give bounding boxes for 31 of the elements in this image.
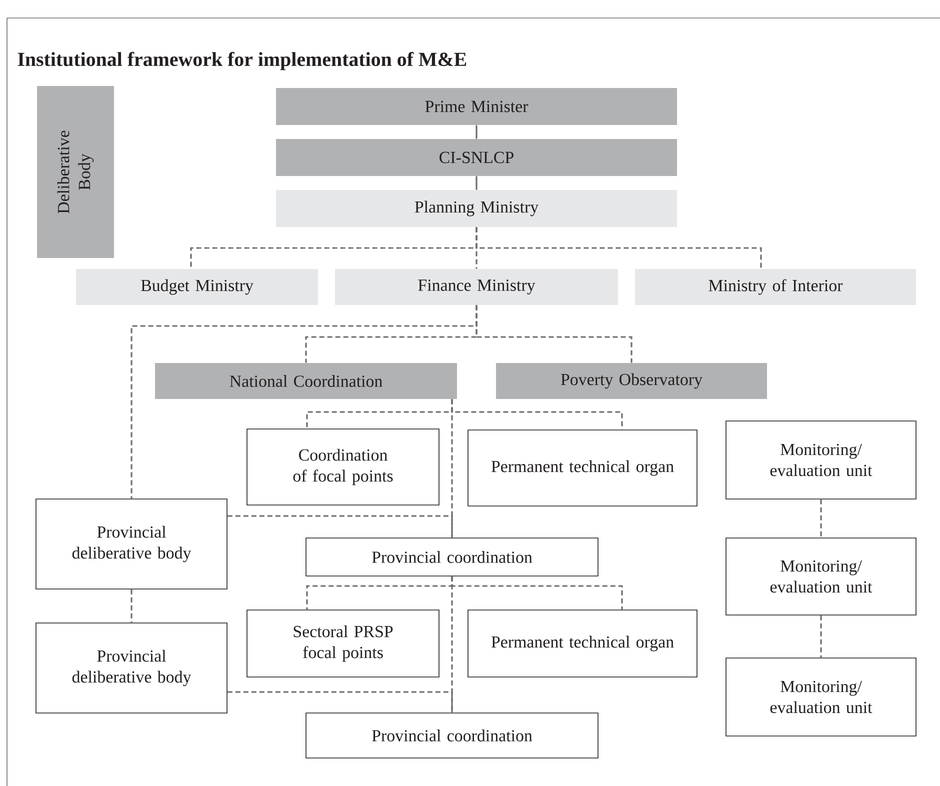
outlined-box: Sectoral PRSP focal points (246, 610, 440, 678)
shaded-box: Finance Ministry (335, 269, 618, 305)
outlined-box: Monitoring/ evaluation unit (726, 420, 916, 500)
outlined-box: Provincial deliberative body (36, 498, 228, 590)
shaded-box: CI-SNLCP (276, 139, 677, 176)
outlined-box: Provincial deliberative body (36, 622, 228, 714)
outlined-box: Monitoring/ evaluation unit (726, 658, 916, 736)
title: Institutional framework for implementation of M&E (18, 52, 466, 70)
shaded-box: Budget Ministry (76, 269, 318, 305)
shaded-box: National Coordination (155, 363, 457, 399)
connector-line (476, 227, 762, 269)
outlined-box: Permanent technical organ (468, 610, 698, 678)
connector-line (476, 125, 478, 139)
outlined-box: Provincial coordination (306, 538, 598, 576)
connector-line (227, 515, 453, 538)
vertical-label-box: Deliberative Body (37, 86, 114, 258)
outlined-box: Permanent technical organ (468, 430, 698, 506)
connector-line (451, 399, 453, 538)
shaded-box: Ministry of Interior (635, 269, 916, 305)
connector-line (130, 589, 132, 623)
shaded-box: Planning Ministry (276, 190, 677, 227)
outlined-box: Provincial coordination (306, 712, 598, 758)
connector-line (820, 615, 822, 658)
outlined-box: Coordination of focal points (246, 428, 440, 506)
shaded-box: Prime Minister (276, 88, 677, 125)
outlined-box: Monitoring/ evaluation unit (726, 538, 916, 616)
connector-line (130, 305, 478, 499)
shaded-box: Poverty Observatory (496, 363, 767, 399)
connector-line (820, 499, 822, 538)
connector-line (476, 176, 478, 190)
connector-line (227, 691, 453, 713)
